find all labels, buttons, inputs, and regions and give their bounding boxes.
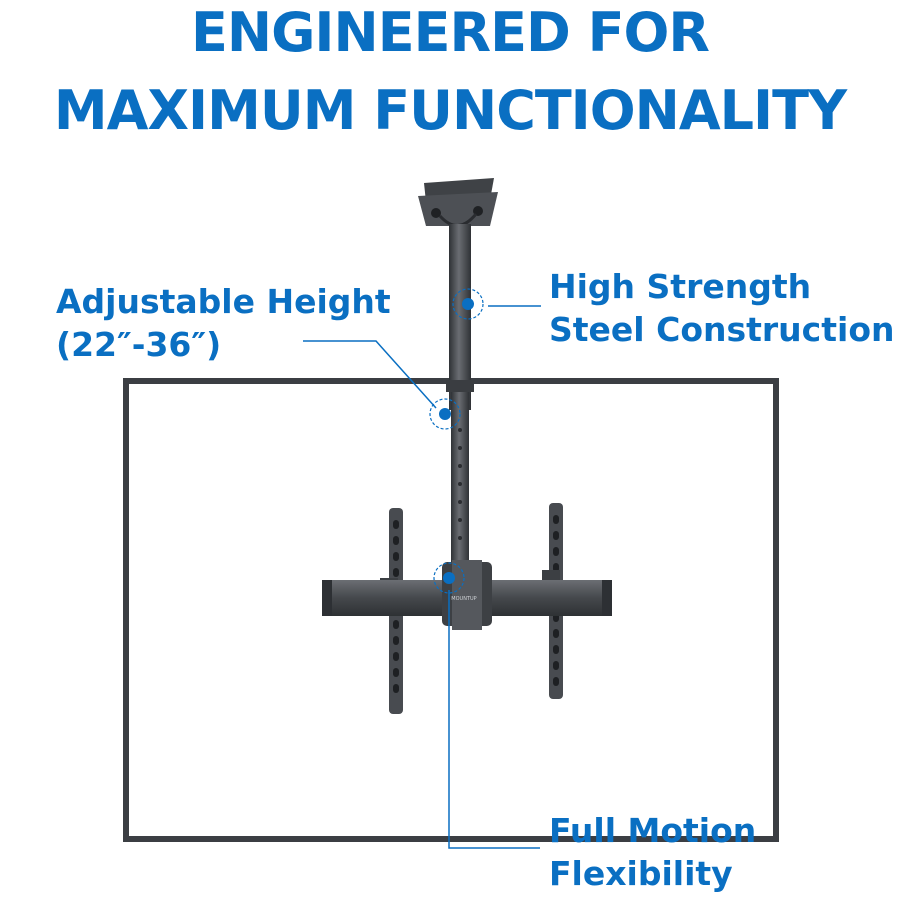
brand-mark: MOUNTUP [451,596,476,602]
callout-motion-line-1: Full Motion [549,811,757,850]
callout-steel-construction: High Strength Steel Construction [549,265,895,351]
pole-collar [446,380,474,392]
callout-full-motion: Full Motion Flexibility [549,809,756,895]
callout-adjustable-height: Adjustable Height (22″-36″) [56,280,391,366]
callout-leader-lines [303,305,541,849]
callout-steel-line-2: Steel Construction [549,310,895,349]
motion-leader-line [448,590,540,849]
callout-motion-line-2: Flexibility [549,854,733,893]
steel-marker [452,288,484,320]
callout-steel-line-1: High Strength [549,267,812,306]
callout-height-line-1: Adjustable Height [56,282,391,321]
lower-pole [451,392,469,570]
callout-height-line-2: (22″-36″) [56,325,222,364]
ceiling-plate [418,178,498,227]
height-leader-line [303,340,437,409]
pole-adjustment-holes [458,428,462,540]
headline-line-1: ENGINEERED FOR [191,1,710,64]
headline-line-2: MAXIMUM FUNCTIONALITY [53,79,847,142]
motion-marker [433,562,465,594]
height-marker [429,398,461,430]
